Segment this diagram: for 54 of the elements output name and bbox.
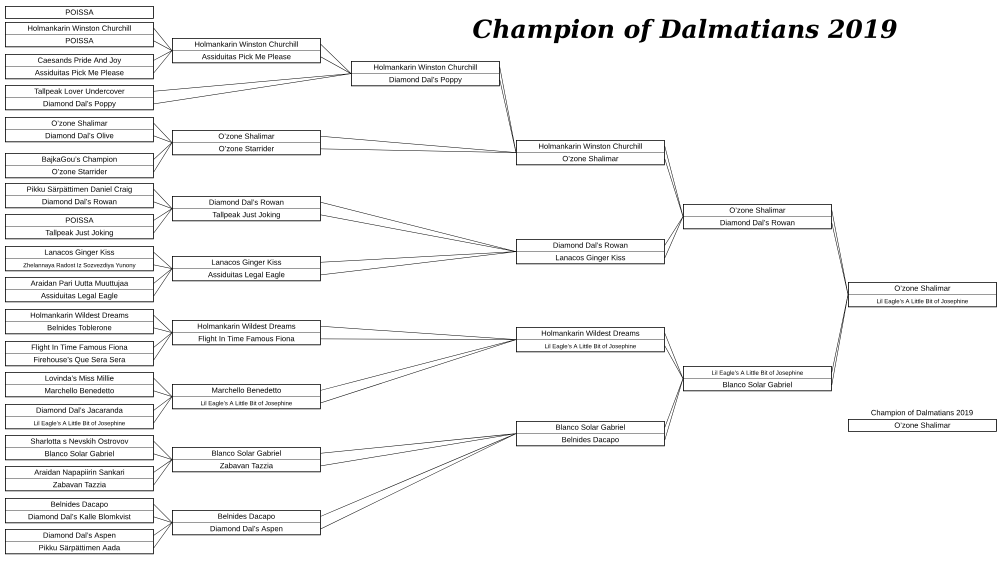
connector-line	[154, 390, 172, 397]
connector-line	[154, 40, 172, 51]
connector-line	[320, 148, 516, 153]
connector-line	[154, 378, 172, 397]
connector-line	[154, 264, 172, 269]
connector-line	[154, 441, 172, 460]
connector-line	[154, 315, 172, 333]
connector-line	[154, 50, 172, 61]
connector-line	[320, 136, 516, 153]
connector-line	[320, 433, 516, 466]
connector-line	[154, 522, 172, 548]
connector-line	[320, 339, 516, 391]
connector-line	[320, 214, 516, 252]
connector-line	[154, 332, 172, 360]
connector-line	[154, 396, 172, 424]
connector-line	[154, 202, 172, 209]
connector-line	[154, 123, 172, 143]
connector-line	[320, 44, 352, 74]
connector-line	[320, 251, 516, 276]
connector-line	[664, 216, 684, 258]
connector-line	[664, 146, 684, 217]
connector-line	[154, 268, 172, 284]
connector-line	[154, 516, 172, 523]
connector-line	[154, 396, 172, 411]
connector-line	[154, 459, 172, 473]
connector-line	[154, 332, 172, 348]
title: Champion of Dalmatians 2019	[473, 18, 896, 44]
connector-line	[154, 522, 172, 536]
connector-line	[154, 454, 172, 460]
connector-line	[664, 346, 684, 379]
connector-line	[154, 504, 172, 523]
connector-line	[154, 252, 172, 269]
connector-line	[154, 208, 172, 221]
connector-line	[154, 50, 172, 74]
connector-line	[664, 333, 684, 379]
connector-line	[320, 326, 516, 340]
connector-line	[154, 459, 172, 486]
connector-line	[664, 216, 684, 246]
connector-line	[664, 378, 684, 440]
connector-line	[320, 202, 516, 252]
connector-line	[664, 378, 684, 428]
connector-line	[320, 339, 516, 404]
connector-line	[154, 73, 352, 104]
connector-line	[154, 208, 172, 234]
connector-line	[154, 142, 172, 172]
connector-line	[154, 142, 172, 160]
connector-line	[154, 28, 172, 51]
connector-line	[154, 136, 172, 143]
connector-line	[320, 338, 516, 340]
connector-line	[154, 328, 172, 333]
connector-line	[320, 56, 352, 74]
connector-line	[154, 189, 172, 209]
connector-line	[664, 158, 684, 217]
connector-line	[154, 268, 172, 296]
